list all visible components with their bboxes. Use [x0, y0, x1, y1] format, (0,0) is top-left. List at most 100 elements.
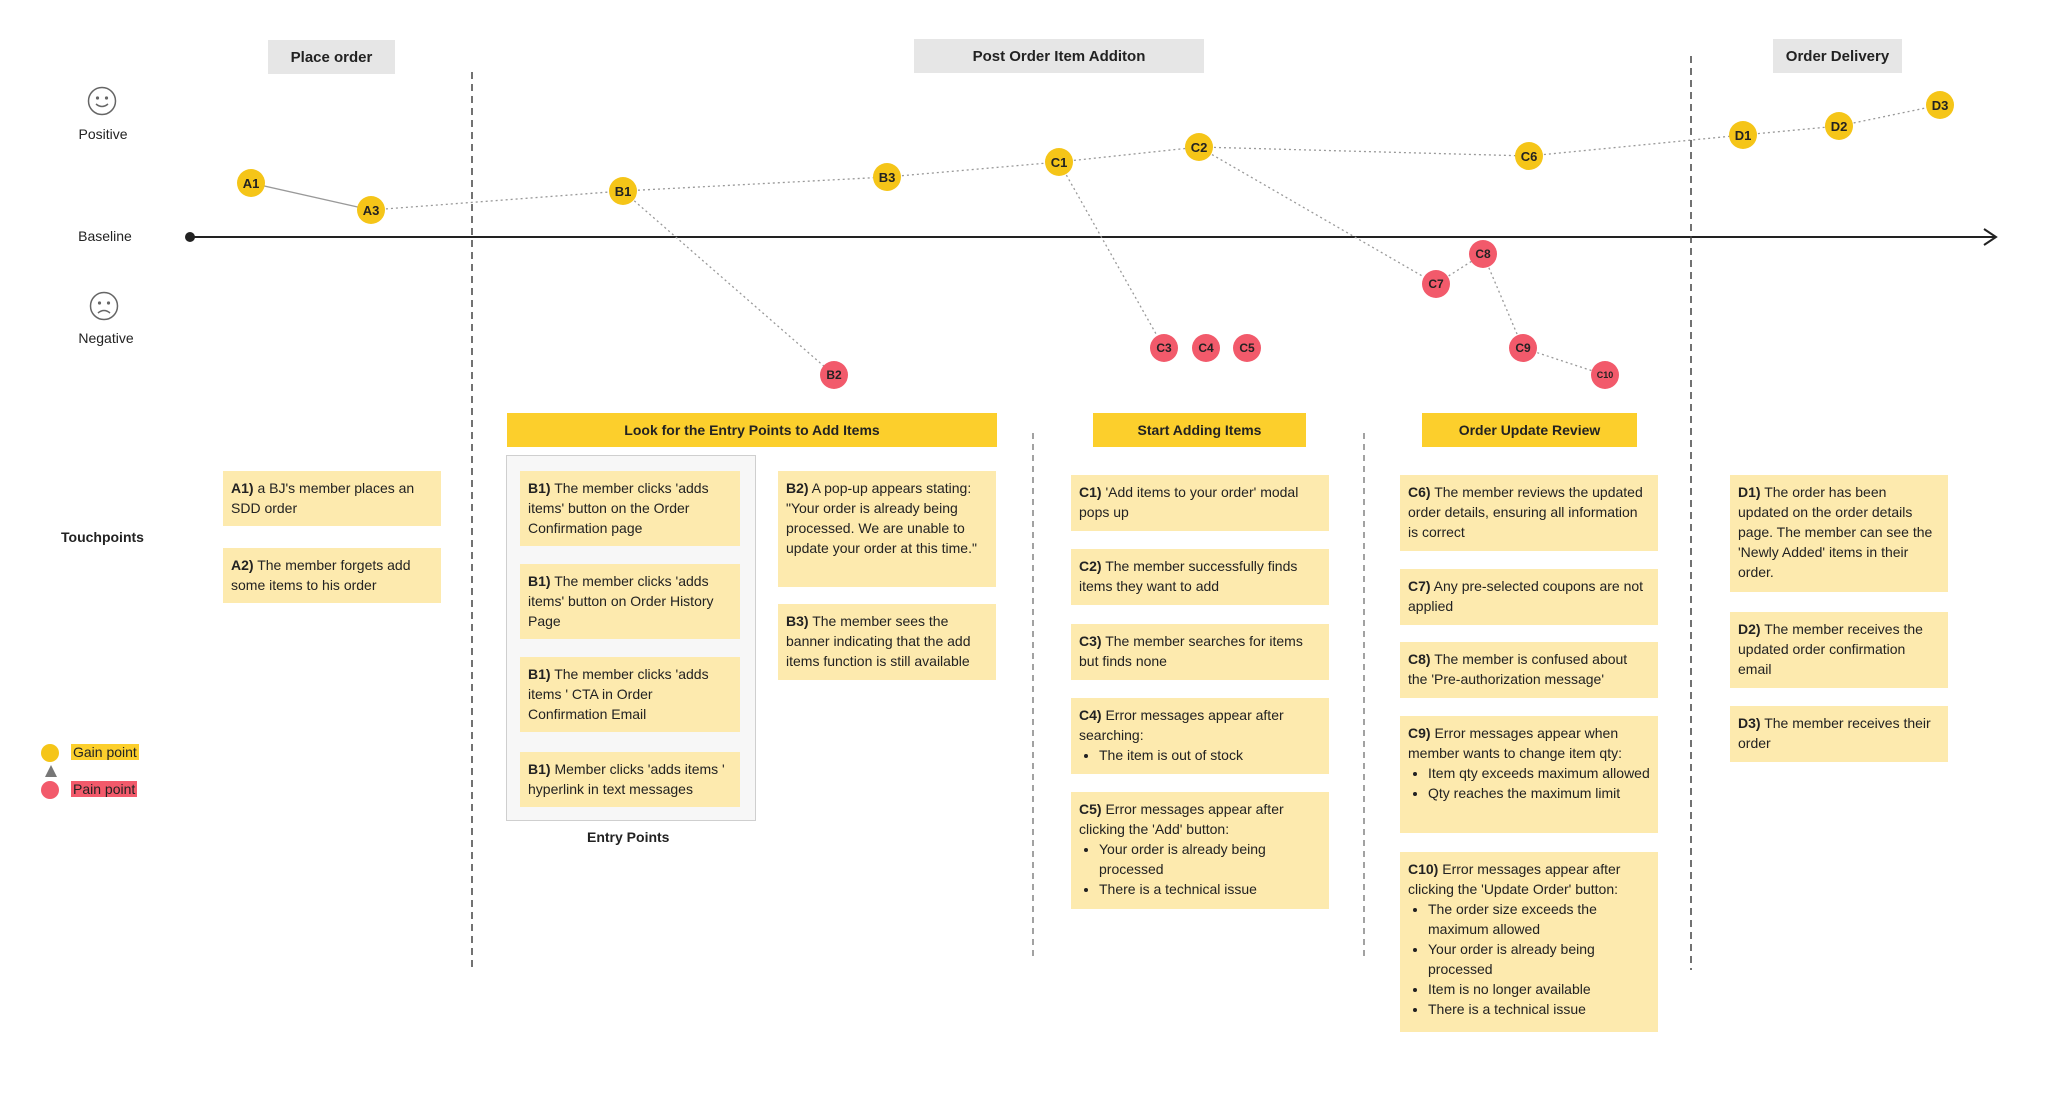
note-code: B2)	[786, 480, 809, 496]
stage-order-update-review-header: Order Update Review	[1422, 413, 1637, 447]
note-c4: C4) Error messages appear after searchin…	[1071, 698, 1329, 774]
gain-point-a1: A1	[237, 169, 265, 197]
note-code: C4)	[1079, 707, 1102, 723]
gain-point-c6: C6	[1515, 142, 1543, 170]
note-bullet: The order size exceeds the maximum allow…	[1428, 899, 1650, 939]
gain-point-a3: A3	[357, 196, 385, 224]
note-text: The member is confused about the 'Pre-au…	[1408, 651, 1628, 687]
note-text: Error messages appear after clicking the…	[1079, 801, 1284, 837]
gain-point-d1: D1	[1729, 121, 1757, 149]
legend-pain-label: Pain point	[71, 781, 138, 797]
note-a1: A1) a BJ's member places an SDD order	[223, 471, 441, 526]
note-b1-confirmation-email: B1) The member clicks 'adds items ' CTA …	[520, 657, 740, 732]
note-text: Error messages appear when member wants …	[1408, 725, 1622, 761]
note-c10: C10) Error messages appear after clickin…	[1400, 852, 1658, 1032]
note-code: D3)	[1738, 715, 1761, 731]
phase-order-delivery: Order Delivery	[1773, 39, 1902, 73]
note-b1-text-message: B1) Member clicks 'adds items ' hyperlin…	[520, 752, 740, 807]
negative-label: Negative	[78, 330, 134, 346]
note-code: B1)	[528, 480, 551, 496]
note-text: Error messages appear after clicking the…	[1408, 861, 1621, 897]
gain-point-d3: D3	[1926, 91, 1954, 119]
note-bullet: There is a technical issue	[1428, 999, 1650, 1019]
entry-points-label: Entry Points	[587, 829, 670, 845]
stage-entry-points-header: Look for the Entry Points to Add Items	[507, 413, 997, 447]
stage-start-adding-header: Start Adding Items	[1093, 413, 1306, 447]
note-code: C9)	[1408, 725, 1431, 741]
note-text: 'Add items to your order' modal pops up	[1079, 484, 1299, 520]
phase-post-order-item-addition: Post Order Item Additon	[914, 39, 1204, 73]
gain-point-d2: D2	[1825, 112, 1853, 140]
gain-point-c2: C2	[1185, 133, 1213, 161]
note-c8: C8) The member is confused about the 'Pr…	[1400, 642, 1658, 698]
legend-gain-dot	[41, 744, 59, 762]
note-code: B3)	[786, 613, 809, 629]
note-code: C7)	[1408, 578, 1431, 594]
note-text: The member receives the updated order co…	[1738, 621, 1923, 677]
note-text: The order has been updated on the order …	[1738, 484, 1933, 580]
note-text: Error messages appear after searching:	[1079, 707, 1284, 743]
note-text: The member reviews the updated order det…	[1408, 484, 1643, 540]
legend-pain-dot	[41, 781, 59, 799]
note-text: The member sees the banner indicating th…	[786, 613, 971, 669]
happy-face-icon	[87, 86, 117, 116]
note-d2: D2) The member receives the updated orde…	[1730, 612, 1948, 688]
note-code: D1)	[1738, 484, 1761, 500]
note-text: The member searches for items but finds …	[1079, 633, 1303, 669]
note-text: The member clicks 'adds items ' CTA in O…	[528, 666, 709, 722]
pain-point-c7: C7	[1422, 270, 1450, 298]
note-c9: C9) Error messages appear when member wa…	[1400, 716, 1658, 833]
note-d3: D3) The member receives their order	[1730, 706, 1948, 762]
note-code: B1)	[528, 666, 551, 682]
pain-point-c9: C9	[1509, 334, 1537, 362]
note-c2: C2) The member successfully finds items …	[1071, 549, 1329, 605]
note-c1: C1) 'Add items to your order' modal pops…	[1071, 475, 1329, 531]
note-code: B1)	[528, 573, 551, 589]
pain-point-b2: B2	[820, 361, 848, 389]
note-bullet: The item is out of stock	[1099, 745, 1321, 765]
baseline-arrowhead	[1983, 228, 1998, 246]
note-text: The member forgets add some items to his…	[231, 557, 411, 593]
note-text: The member successfully finds items they…	[1079, 558, 1298, 594]
pain-point-c8: C8	[1469, 240, 1497, 268]
note-bullet: Your order is already being processed	[1099, 839, 1321, 879]
note-code: D2)	[1738, 621, 1761, 637]
note-c7: C7) Any pre-selected coupons are not app…	[1400, 569, 1658, 625]
note-code: C8)	[1408, 651, 1431, 667]
emotion-path	[250, 104, 1941, 376]
baseline-label: Baseline	[78, 228, 132, 244]
note-code: C3)	[1079, 633, 1102, 649]
note-b3: B3) The member sees the banner indicatin…	[778, 604, 996, 680]
note-code: A2)	[231, 557, 254, 573]
sad-face-icon	[89, 291, 119, 321]
note-text: Any pre-selected coupons are not applied	[1408, 578, 1644, 614]
pain-point-c5: C5	[1233, 334, 1261, 362]
note-text: Member clicks 'adds items ' hyperlink in…	[528, 761, 725, 797]
note-bullet: Item is no longer available	[1428, 979, 1650, 999]
note-code: A1)	[231, 480, 254, 496]
note-b1-order-history: B1) The member clicks 'adds items' butto…	[520, 564, 740, 639]
note-b2: B2) A pop-up appears stating: "Your orde…	[778, 471, 996, 587]
note-text: a BJ's member places an SDD order	[231, 480, 415, 516]
note-bullet: Qty reaches the maximum limit	[1428, 783, 1650, 803]
note-code: C6)	[1408, 484, 1431, 500]
touchpoints-label: Touchpoints	[61, 529, 144, 545]
phase-place-order: Place order	[268, 40, 395, 74]
note-code: C1)	[1079, 484, 1102, 500]
baseline-origin-dot	[185, 232, 195, 242]
gain-point-b1: B1	[609, 177, 637, 205]
note-c3: C3) The member searches for items but fi…	[1071, 624, 1329, 680]
note-bullet: Item qty exceeds maximum allowed	[1428, 763, 1650, 783]
note-bullet: There is a technical issue	[1099, 879, 1321, 899]
pain-point-c4: C4	[1192, 334, 1220, 362]
legend-arrow-icon	[45, 765, 57, 777]
gain-point-c1: C1	[1045, 148, 1073, 176]
pain-point-c10: C10	[1591, 361, 1619, 389]
note-d1: D1) The order has been updated on the or…	[1730, 475, 1948, 592]
note-text: The member receives their order	[1738, 715, 1931, 751]
note-c6: C6) The member reviews the updated order…	[1400, 475, 1658, 551]
positive-label: Positive	[78, 126, 128, 142]
note-b1-order-confirmation: B1) The member clicks 'adds items' butto…	[520, 471, 740, 546]
note-text: The member clicks 'adds items' button on…	[528, 573, 714, 629]
